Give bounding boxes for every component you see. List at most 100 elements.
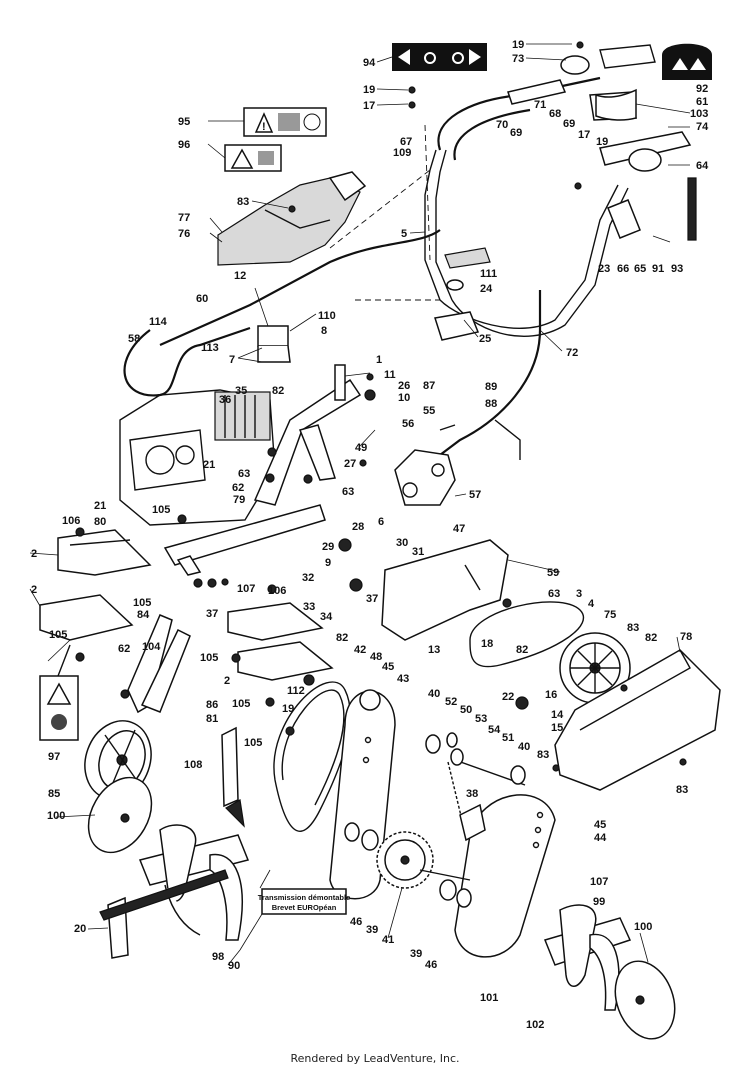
label-31: 31 bbox=[412, 546, 424, 558]
label-100: 100 bbox=[47, 810, 65, 822]
label-83: 83 bbox=[537, 749, 549, 761]
decal-92 bbox=[662, 43, 712, 80]
label-19: 19 bbox=[512, 39, 524, 51]
label-62: 62 bbox=[232, 482, 244, 494]
label-86: 86 bbox=[206, 699, 218, 711]
cable-60 bbox=[159, 229, 441, 347]
label-78: 78 bbox=[680, 631, 692, 643]
label-17: 17 bbox=[363, 100, 375, 112]
label-2: 2 bbox=[224, 675, 230, 687]
label-105: 105 bbox=[152, 504, 170, 516]
label-84: 84 bbox=[137, 609, 150, 621]
label-87: 87 bbox=[423, 380, 435, 392]
cable-72 bbox=[439, 290, 542, 456]
callout-line-2: Brevet EUROpéan bbox=[272, 903, 337, 912]
label-113: 113 bbox=[201, 342, 219, 354]
label-61: 61 bbox=[696, 96, 708, 108]
label-69: 69 bbox=[563, 118, 575, 130]
label-2: 2 bbox=[31, 548, 37, 560]
label-110: 110 bbox=[318, 310, 336, 322]
label-90: 90 bbox=[228, 960, 240, 972]
label-5: 5 bbox=[401, 228, 407, 240]
label-4: 4 bbox=[588, 598, 595, 610]
chaincase-44 bbox=[454, 794, 556, 958]
warning-triangle-icon bbox=[254, 112, 274, 133]
label-82: 82 bbox=[272, 385, 284, 397]
engine bbox=[119, 389, 276, 526]
belt-3-4 bbox=[469, 601, 585, 668]
label-57: 57 bbox=[469, 489, 481, 501]
disc-100-left bbox=[87, 776, 153, 854]
label-89: 89 bbox=[485, 381, 497, 393]
label-101: 101 bbox=[480, 992, 498, 1004]
label-62: 62 bbox=[118, 643, 130, 655]
bracket-108 bbox=[221, 726, 239, 808]
label-21: 21 bbox=[203, 459, 215, 471]
label-36: 36 bbox=[219, 394, 231, 406]
leader-lines bbox=[29, 43, 691, 966]
gear-icon bbox=[452, 52, 464, 64]
label-63: 63 bbox=[238, 468, 250, 480]
label-29: 29 bbox=[322, 541, 334, 553]
label-75: 75 bbox=[604, 609, 616, 621]
label-48: 48 bbox=[370, 651, 382, 663]
label-19: 19 bbox=[596, 136, 608, 148]
label-16: 16 bbox=[545, 689, 557, 701]
label-45: 45 bbox=[594, 819, 606, 831]
label-109: 109 bbox=[393, 147, 411, 159]
label-58: 58 bbox=[128, 333, 140, 345]
label-20: 20 bbox=[74, 923, 86, 935]
sprocket-41 bbox=[376, 831, 471, 889]
label-112: 112 bbox=[287, 685, 305, 697]
label-50: 50 bbox=[460, 704, 472, 716]
label-37: 37 bbox=[366, 593, 378, 605]
label-102: 102 bbox=[526, 1019, 544, 1031]
label-93: 93 bbox=[671, 263, 683, 275]
label-68: 68 bbox=[549, 108, 561, 120]
label-3: 3 bbox=[576, 588, 582, 600]
label-39: 39 bbox=[410, 948, 422, 960]
label-66: 66 bbox=[617, 263, 629, 275]
label-47: 47 bbox=[453, 523, 465, 535]
label-72: 72 bbox=[566, 347, 578, 359]
label-55: 55 bbox=[423, 405, 435, 417]
label-105: 105 bbox=[133, 597, 151, 609]
label-59: 59 bbox=[547, 567, 559, 579]
label-30: 30 bbox=[396, 537, 408, 549]
label-92: 92 bbox=[696, 83, 708, 95]
label-106: 106 bbox=[62, 515, 80, 527]
label-53: 53 bbox=[475, 713, 487, 725]
label-88: 88 bbox=[485, 398, 497, 410]
fender-right-lower bbox=[237, 641, 334, 681]
label-98: 98 bbox=[212, 951, 224, 963]
warning-triangle-icon bbox=[230, 148, 254, 169]
main-frame bbox=[163, 325, 362, 576]
cover-59 bbox=[381, 539, 509, 641]
label-73: 73 bbox=[512, 53, 524, 65]
label-94: 94 bbox=[363, 57, 376, 69]
label-76: 76 bbox=[178, 228, 190, 240]
label-24: 24 bbox=[480, 283, 493, 295]
gearbox-57 bbox=[394, 419, 521, 506]
label-105: 105 bbox=[232, 698, 250, 710]
label-21: 21 bbox=[94, 500, 106, 512]
label-54: 54 bbox=[488, 724, 501, 736]
label-106: 106 bbox=[268, 585, 286, 597]
label-83: 83 bbox=[627, 622, 639, 634]
disc-100-right bbox=[614, 960, 676, 1040]
label-81: 81 bbox=[206, 713, 218, 725]
part-labels: 19 73 92 61 103 74 94 19 17 71 68 70 69 … bbox=[31, 39, 709, 1031]
shaft-54 bbox=[425, 732, 526, 842]
label-108: 108 bbox=[184, 759, 202, 771]
fender-right-upper bbox=[227, 602, 324, 641]
label-12: 12 bbox=[234, 270, 246, 282]
label-35: 35 bbox=[235, 385, 247, 397]
label-82: 82 bbox=[645, 632, 657, 644]
label-42: 42 bbox=[354, 644, 366, 656]
safety-decal-icon bbox=[51, 714, 67, 730]
label-34: 34 bbox=[320, 611, 333, 623]
hood-77 bbox=[217, 171, 367, 266]
label-99: 99 bbox=[593, 896, 605, 908]
label-38: 38 bbox=[466, 788, 478, 800]
